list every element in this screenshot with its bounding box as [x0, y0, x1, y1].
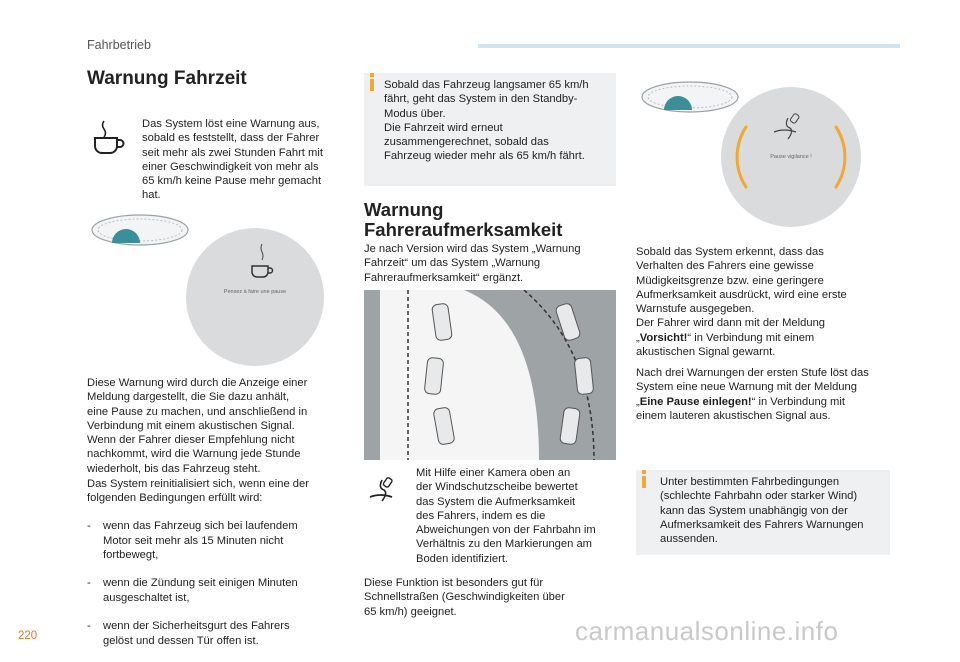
info-note-standby: Sobald das Fahrzeug langsamer 65 km/h fä… — [364, 73, 616, 186]
lane-drift-illustration — [364, 290, 616, 460]
steering-alert-icon — [366, 475, 396, 505]
instrument-cluster-illustration-2 — [640, 78, 740, 116]
list-item: -wenn die Zündung seit einigen Minuten a… — [87, 577, 298, 604]
display-circle-alert: Pause vigilance ! — [716, 82, 866, 232]
second-warning-text: Nach drei Warnungen der ersten Stufe lös… — [636, 367, 869, 422]
page-number: 220 — [18, 630, 38, 642]
info-note-icon — [370, 73, 374, 91]
page-title: Warnung Fahrzeit — [87, 68, 247, 89]
list-item: -wenn das Fahrzeug sich bei laufendem Mo… — [87, 520, 298, 561]
watermark: carmanualsonline.info — [575, 616, 839, 646]
warning-description: Diese Warnung wird durch die Anzeige ein… — [87, 377, 308, 475]
display-message-alert: Pause vigilance ! — [770, 154, 812, 160]
info-note-icon — [642, 470, 646, 488]
coffee-cup-icon — [92, 118, 126, 156]
info-note-conditions: Unter bestimmten Fahrbedingungen (schlec… — [636, 470, 890, 555]
instrument-cluster-illustration — [90, 211, 190, 249]
reset-conditions-intro: Das System reinitialisiert sich, wenn ei… — [87, 478, 309, 505]
section-label: Fahrbetrieb — [87, 38, 151, 52]
reset-conditions-list: -wenn das Fahrzeug sich bei laufendem Mo… — [87, 505, 349, 662]
fatigue-intro-text: Das System löst eine Warnung aus, sobald… — [142, 118, 323, 202]
camera-description: Mit Hilfe einer Kamera oben an der Winds… — [416, 467, 596, 565]
first-warning-text: Sobald das System erkennt, dass das Verh… — [636, 246, 847, 359]
display-message: Pensez à faire une pause — [223, 289, 287, 295]
display-circle: Pensez à faire une pause — [186, 228, 324, 366]
suitability-text: Diese Funktion ist besonders gut für Sch… — [364, 577, 565, 618]
attention-title: Warnung Fahreraufmerksamkeit — [364, 199, 563, 240]
header-bar — [478, 44, 900, 48]
list-item: -wenn der Sicherheitsgurt des Fahrers ge… — [87, 620, 290, 647]
attention-intro: Je nach Version wird das System „Warnung… — [364, 243, 581, 284]
